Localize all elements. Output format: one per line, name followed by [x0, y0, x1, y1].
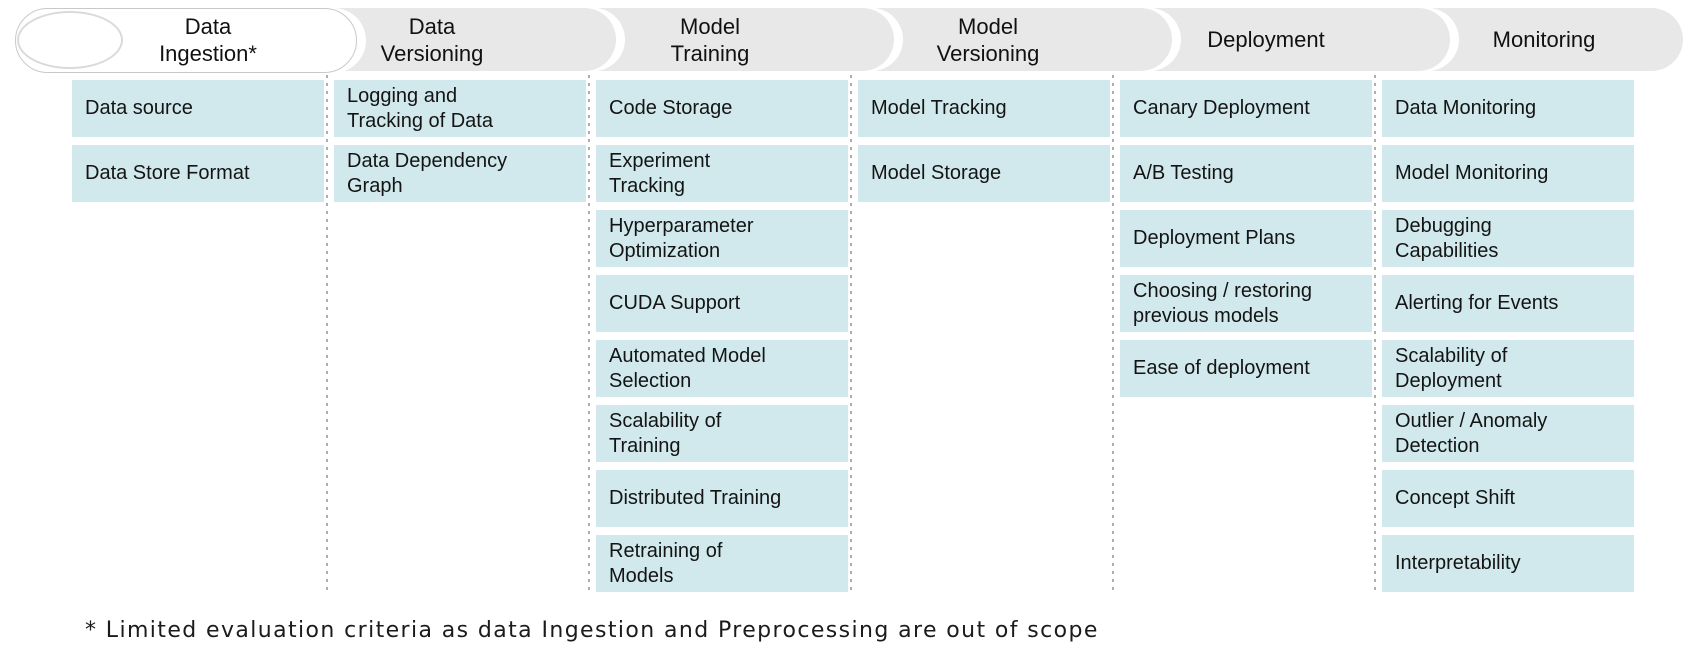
- criteria-box: Logging and Tracking of Data: [334, 80, 586, 137]
- criteria-box: Hyperparameter Optimization: [596, 210, 848, 267]
- stage-label-model-training: Model Training: [670, 13, 750, 66]
- stage-pill-model-training: [571, 8, 894, 71]
- stage-pill-deployment: [1127, 8, 1450, 71]
- column-monitoring: Data Monitoring Model Monitoring Debuggi…: [1382, 80, 1634, 600]
- criteria-box: Model Tracking: [858, 80, 1110, 137]
- stage-pill-monitoring: [1405, 8, 1683, 71]
- criteria-box: Data source: [72, 80, 324, 137]
- criteria-box: Canary Deployment: [1120, 80, 1372, 137]
- criteria-box: Data Store Format: [72, 145, 324, 202]
- stage-pill-model-versioning: [849, 8, 1172, 71]
- stage-label-deployment: Deployment: [1207, 27, 1325, 52]
- criteria-box: Data Monitoring: [1382, 80, 1634, 137]
- criteria-box: Outlier / Anomaly Detection: [1382, 405, 1634, 462]
- criteria-box: A/B Testing: [1120, 145, 1372, 202]
- criteria-box: Ease of deployment: [1120, 340, 1372, 397]
- criteria-box: Alerting for Events: [1382, 275, 1634, 332]
- column-divider: [1374, 75, 1376, 592]
- criteria-box: Model Storage: [858, 145, 1110, 202]
- criteria-box: Retraining of Models: [596, 535, 848, 592]
- criteria-box: Model Monitoring: [1382, 145, 1634, 202]
- criteria-box: CUDA Support: [596, 275, 848, 332]
- stage-label-monitoring: Monitoring: [1492, 27, 1596, 52]
- column-model-training: Code Storage Experiment Tracking Hyperpa…: [596, 80, 848, 600]
- start-ellipse-icon: [17, 11, 123, 69]
- column-data-ingestion: Data source Data Store Format: [72, 80, 324, 210]
- criteria-box: Deployment Plans: [1120, 210, 1372, 267]
- criteria-box: Code Storage: [596, 80, 848, 137]
- criteria-box: Debugging Capabilities: [1382, 210, 1634, 267]
- column-divider: [588, 75, 590, 592]
- stage-label-data-versioning: Data Versioning: [380, 13, 484, 66]
- criteria-box: Scalability of Training: [596, 405, 848, 462]
- criteria-box: Concept Shift: [1382, 470, 1634, 527]
- stage-label-model-versioning: Model Versioning: [936, 13, 1040, 66]
- criteria-box: Interpretability: [1382, 535, 1634, 592]
- column-divider: [1112, 75, 1114, 592]
- criteria-box: Scalability of Deployment: [1382, 340, 1634, 397]
- column-model-versioning: Model Tracking Model Storage: [858, 80, 1110, 210]
- criteria-box: Automated Model Selection: [596, 340, 848, 397]
- criteria-box: Choosing / restoring previous models: [1120, 275, 1372, 332]
- column-divider: [326, 75, 328, 592]
- column-data-versioning: Logging and Tracking of Data Data Depend…: [334, 80, 586, 210]
- criteria-box: Experiment Tracking: [596, 145, 848, 202]
- footnote: * Limited evaluation criteria as data In…: [85, 618, 1099, 643]
- column-deployment: Canary Deployment A/B Testing Deployment…: [1120, 80, 1372, 405]
- criteria-box: Data Dependency Graph: [334, 145, 586, 202]
- column-divider: [850, 75, 852, 592]
- criteria-box: Distributed Training: [596, 470, 848, 527]
- stage-label-data-ingestion: Data Ingestion*: [159, 13, 257, 66]
